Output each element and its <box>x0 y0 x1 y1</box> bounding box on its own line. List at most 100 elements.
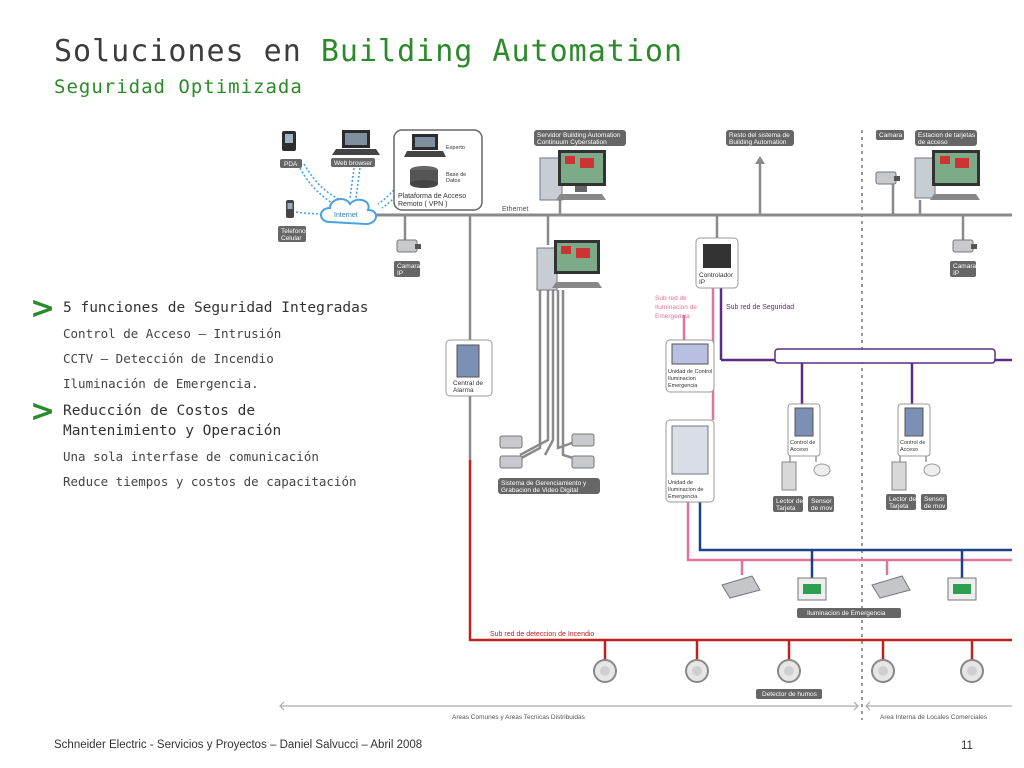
ilum-emergencia-label: Iluminacion de Emergencia <box>807 610 886 617</box>
sistema-video-label-2: Grabacion de Video Digital <box>501 487 579 494</box>
camera-icon <box>571 455 595 469</box>
lighting-control-icon <box>671 343 709 365</box>
bullet-item: Reduce tiempos y costos de capacitación <box>63 474 357 489</box>
servidor-label-1: Servidor Building Automation <box>537 132 621 139</box>
central-alarma-label-2: Alarma <box>453 387 474 394</box>
lector-label-2: Tarjeta <box>889 503 909 510</box>
camara-ip-right-box <box>950 261 976 277</box>
page-subtitle: Seguridad Optimizada <box>54 76 303 98</box>
experto-label: Experto <box>446 145 465 151</box>
ethernet-drops <box>403 160 965 465</box>
bullet-item: CCTV – Detección de Incendio <box>63 351 274 366</box>
lighting-navy-bus <box>698 500 1012 578</box>
chevron-right-icon: > <box>30 291 56 326</box>
motion-sensor-icon <box>813 463 831 477</box>
servidor-label-2: Continuum Cyberstation <box>537 139 607 146</box>
unidad-ilum-label-3: Emergencia <box>668 494 698 500</box>
resto-label-1: Resto del sistema de <box>729 132 790 139</box>
area-interna-label: Area Interna de Locales Comerciales <box>880 714 988 721</box>
lector-label-box <box>773 496 803 512</box>
camera-icon <box>396 239 421 253</box>
lighting-unit-icon <box>671 425 709 475</box>
database-icon <box>410 166 438 188</box>
exit-sign-icon <box>947 577 977 601</box>
telefono-label-2: Celular <box>281 235 302 242</box>
emergency-light-icon <box>871 575 911 599</box>
controlador-label-2: IP <box>699 279 705 286</box>
subred-ilum-label-1: Sub red de <box>655 295 687 302</box>
exit-sign-icon <box>797 577 827 601</box>
subred-ilum-label-3: Emergencia <box>655 313 690 320</box>
bullet-group-security: > 5 funciones de Seguridad Integradas Co… <box>30 294 370 393</box>
unidad-control-label-1: Unidad de Control <box>668 369 712 375</box>
ilum-emergencia-label-box <box>797 608 901 618</box>
security-bus <box>719 285 1012 405</box>
internet-label: Internet <box>334 212 358 219</box>
base-datos-label-1: Base de <box>446 172 466 178</box>
lector-label-box <box>886 494 916 510</box>
resto-label-2: Building Automation <box>729 139 787 146</box>
pda-label-box <box>280 159 302 168</box>
control-acceso-label-1: Control de <box>900 440 925 446</box>
control-acceso-label-2: Acceso <box>790 447 808 453</box>
sistema-video-label-box <box>498 478 600 494</box>
card-reader-icon <box>891 461 907 491</box>
laptop-icon <box>404 134 446 157</box>
camara-ip-left-box <box>394 261 420 277</box>
web-browser-label: Web browser <box>334 160 373 167</box>
footer-text: Schneider Electric - Servicios y Proyect… <box>54 739 423 751</box>
page-number: 11 <box>961 740 973 752</box>
bullet-group-costs: > Reducción de Costos de Mantenimiento y… <box>30 397 370 491</box>
web-browser-label-box <box>331 158 375 167</box>
unidad-ilum-label-2: Iluminacion de <box>668 487 703 493</box>
workstation-icon <box>539 150 606 201</box>
lector-label-1: Lector de <box>776 498 803 505</box>
title-plain: Soluciones en <box>54 34 302 69</box>
controlador-label-1: Controlador <box>699 272 734 279</box>
camara-ip-right-2: IP <box>953 270 959 277</box>
servidor-label-box <box>534 130 626 146</box>
card-reader-icon <box>781 461 797 491</box>
bullet-heading: Reducción de Costos de Mantenimiento y O… <box>63 403 282 439</box>
base-datos-label-2: Datos <box>446 178 461 184</box>
smoke-detector-icon <box>685 659 709 683</box>
security-bus-box <box>774 348 996 364</box>
estacion-label-2: de acceso <box>918 139 948 146</box>
sistema-video-label-1: Sistema de Gerenciamiento y <box>501 480 587 487</box>
unidad-control-label-2: Iluminacion <box>668 376 696 382</box>
title-accent: Building Automation <box>320 34 684 69</box>
smoke-detector-icon <box>960 659 984 683</box>
bullet-item: Control de Acceso – Intrusión <box>63 326 282 341</box>
subred-ilum-label-2: Iluminacion de <box>655 304 697 311</box>
control-acceso-label-1: Control de <box>790 440 815 446</box>
access-panel-icon <box>904 407 924 437</box>
subred-incendio-label: Sub red de deteccion de Incendio <box>490 631 594 638</box>
telefono-label-box <box>278 226 306 242</box>
smoke-detector-icon <box>593 659 617 683</box>
fire-bus <box>468 460 1012 660</box>
lector-label-2: Tarjeta <box>776 505 796 512</box>
camera-icon <box>571 433 595 447</box>
telefono-label-1: Telefono <box>281 228 306 235</box>
workstation-icon <box>536 240 602 291</box>
pda-label: PDA <box>284 161 298 168</box>
bullet-item: Una sola interfase de comunicación <box>63 449 319 464</box>
estacion-label-box <box>915 130 977 146</box>
sensor-label-2: de mov <box>924 503 946 510</box>
central-alarma-label-1: Central de <box>453 380 483 387</box>
access-panel-icon <box>794 407 814 437</box>
camara-ip-left-2: IP <box>397 270 403 277</box>
controller-icon <box>703 244 731 268</box>
bullet-list: > 5 funciones de Seguridad Integradas Co… <box>30 294 370 499</box>
pda-icon <box>282 131 296 151</box>
mobile-phone-icon <box>286 200 294 218</box>
laptop-icon <box>332 130 380 155</box>
unidad-control-label-3: Emergencia <box>668 383 698 389</box>
page-title: Soluciones en Building Automation <box>54 34 683 69</box>
detector-humos-label-box <box>756 689 822 699</box>
smoke-detector-icon <box>777 659 801 683</box>
sensor-label-box <box>921 494 947 510</box>
camara-ip-left-1: Camara <box>397 263 421 270</box>
detector-humos-label: Detector de humos <box>762 691 818 698</box>
